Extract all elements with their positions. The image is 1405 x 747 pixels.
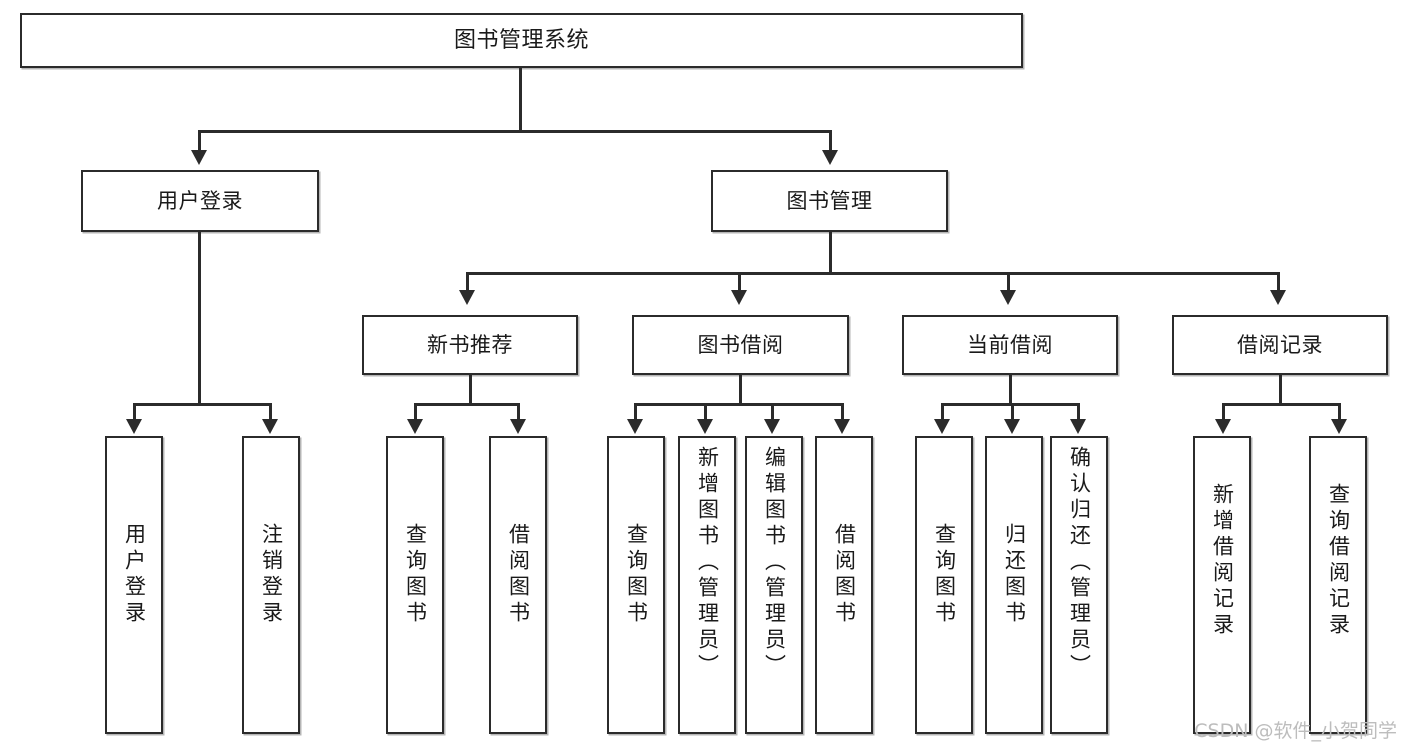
arrow-to-leaf-return-book	[1004, 419, 1020, 434]
connector-new-book-drop-2	[517, 403, 520, 421]
connector-book-manage-bus	[466, 272, 1280, 275]
connector-book-manage-drop-1	[466, 272, 469, 292]
connector-book-borrow-drop-2	[704, 403, 707, 421]
node-leaf-confirm-return-admin[interactable]: 确认归还（管理员）	[1050, 436, 1108, 734]
arrow-to-leaf-add-book-admin	[697, 419, 713, 434]
node-label: 确认归还（管理员）	[1067, 446, 1092, 680]
node-leaf-logout-login[interactable]: 注销登录	[242, 436, 300, 734]
connector-current-borrow-drop-1	[941, 403, 944, 421]
arrow-to-book-manage	[822, 150, 838, 165]
node-label: 注销登录	[259, 523, 284, 627]
connector-book-manage-drop-4	[1277, 272, 1280, 292]
node-user-login[interactable]: 用户登录	[81, 170, 319, 232]
connector-borrow-record-drop-1	[1222, 403, 1225, 421]
node-leaf-add-borrow-record[interactable]: 新增借阅记录	[1193, 436, 1251, 734]
node-borrow-record[interactable]: 借阅记录	[1172, 315, 1388, 375]
node-label: 图书管理	[786, 188, 873, 213]
node-book-manage[interactable]: 图书管理	[711, 170, 948, 232]
arrow-to-leaf-borrow-book-1	[510, 419, 526, 434]
connector-borrow-record-stem	[1279, 375, 1282, 403]
connector-book-manage-drop-3	[1007, 272, 1010, 292]
connector-user-login-drop-1	[133, 403, 136, 421]
connector-user-login-bus	[133, 403, 271, 406]
arrow-to-leaf-borrow-book-2	[834, 419, 850, 434]
connector-book-borrow-drop-3	[771, 403, 774, 421]
arrow-to-borrow-record	[1270, 290, 1286, 305]
node-leaf-query-borrow-record[interactable]: 查询借阅记录	[1309, 436, 1367, 734]
connector-book-borrow-drop-4	[841, 403, 844, 421]
node-label: 新书推荐	[427, 332, 513, 357]
node-label: 新增借阅记录	[1210, 483, 1235, 639]
connector-root-stem	[519, 68, 522, 130]
node-leaf-borrow-book-2[interactable]: 借阅图书	[815, 436, 873, 734]
node-label: 用户登录	[157, 188, 243, 213]
node-label: 当前借阅	[967, 332, 1053, 357]
connector-root-bus	[198, 130, 832, 133]
node-label: 借阅图书	[832, 523, 857, 627]
node-book-borrow[interactable]: 图书借阅	[632, 315, 849, 375]
node-leaf-edit-book-admin[interactable]: 编辑图书（管理员）	[745, 436, 803, 734]
connector-borrow-record-drop-2	[1338, 403, 1341, 421]
arrow-to-book-borrow	[731, 290, 747, 305]
connector-new-book-drop-1	[414, 403, 417, 421]
connector-user-login-drop-2	[269, 403, 272, 421]
connector-current-borrow-drop-3	[1077, 403, 1080, 421]
connector-book-borrow-stem	[739, 375, 742, 403]
arrow-to-leaf-user-login	[126, 419, 142, 434]
node-label: 归还图书	[1002, 523, 1027, 627]
connector-borrow-record-bus	[1222, 403, 1340, 406]
node-leaf-borrow-book-1[interactable]: 借阅图书	[489, 436, 547, 734]
connector-book-manage-stem	[829, 232, 832, 272]
node-label: 查询借阅记录	[1326, 483, 1351, 639]
arrow-to-leaf-confirm-return-admin	[1070, 419, 1086, 434]
arrow-to-user-login	[191, 150, 207, 165]
connector-new-book-bus	[414, 403, 519, 406]
node-label: 查询图书	[932, 523, 957, 627]
arrow-to-leaf-query-book-1	[407, 419, 423, 434]
connector-current-borrow-stem	[1009, 375, 1012, 403]
connector-user-login-stem	[198, 232, 201, 403]
node-label: 图书管理系统	[453, 27, 589, 53]
arrow-to-leaf-edit-book-admin	[764, 419, 780, 434]
node-label: 编辑图书（管理员）	[762, 446, 787, 680]
node-leaf-add-book-admin[interactable]: 新增图书（管理员）	[678, 436, 736, 734]
node-leaf-query-book-3[interactable]: 查询图书	[915, 436, 973, 734]
node-label: 借阅图书	[506, 523, 531, 627]
arrow-to-leaf-query-book-3	[934, 419, 950, 434]
arrow-to-leaf-logout-login	[262, 419, 278, 434]
node-leaf-return-book[interactable]: 归还图书	[985, 436, 1043, 734]
connector-book-manage-drop-2	[738, 272, 741, 292]
node-leaf-user-login[interactable]: 用户登录	[105, 436, 163, 734]
connector-book-borrow-drop-1	[634, 403, 637, 421]
connector-current-borrow-drop-2	[1011, 403, 1014, 421]
node-label: 查询图书	[624, 523, 649, 627]
arrow-to-leaf-query-book-2	[627, 419, 643, 434]
connector-new-book-stem	[469, 375, 472, 403]
arrow-to-new-book-recommend	[459, 290, 475, 305]
arrow-to-leaf-query-borrow-record	[1331, 419, 1347, 434]
node-label: 用户登录	[122, 523, 147, 627]
node-current-borrow[interactable]: 当前借阅	[902, 315, 1118, 375]
node-leaf-query-book-1[interactable]: 查询图书	[386, 436, 444, 734]
node-leaf-query-book-2[interactable]: 查询图书	[607, 436, 665, 734]
connector-root-drop-left	[198, 130, 201, 152]
node-label: 查询图书	[403, 523, 428, 627]
node-label: 借阅记录	[1237, 332, 1323, 357]
watermark-text: CSDN @软件_小贺同学	[1194, 720, 1397, 742]
node-label: 新增图书（管理员）	[695, 446, 720, 680]
arrow-to-leaf-add-borrow-record	[1215, 419, 1231, 434]
connector-book-borrow-bus	[634, 403, 844, 406]
node-label: 图书借阅	[697, 332, 784, 357]
connector-current-borrow-bus	[941, 403, 1079, 406]
node-root-system[interactable]: 图书管理系统	[20, 13, 1023, 68]
arrow-to-current-borrow	[1000, 290, 1016, 305]
node-new-book-recommend[interactable]: 新书推荐	[362, 315, 578, 375]
connector-root-drop-right	[829, 130, 832, 152]
